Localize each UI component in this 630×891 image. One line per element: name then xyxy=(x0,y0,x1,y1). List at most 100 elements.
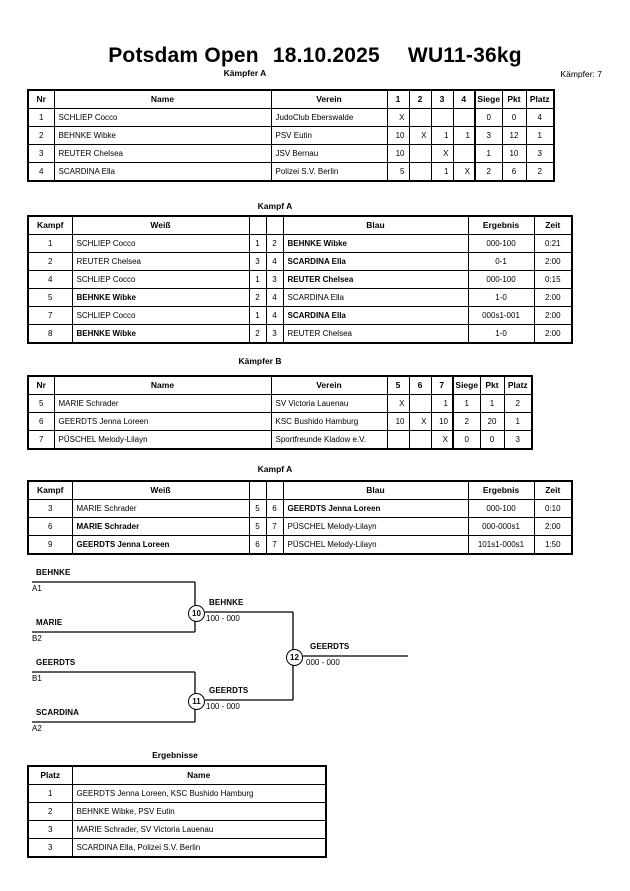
cell-zeit: 1:50 xyxy=(533,535,573,555)
bracket-seed-name-1: MARIE xyxy=(36,618,63,627)
bracket-seed-name-2: GEERDTS xyxy=(36,658,76,667)
cell-weiss: REUTER Chelsea xyxy=(71,252,250,271)
cell-name: SCARDINA Ella, Polizei S.V. Berlin xyxy=(71,838,327,858)
cell-pkt: 6 xyxy=(501,162,527,182)
cell-weiss: BEHNKE Wibke xyxy=(71,324,250,344)
cell-ergebnis: 000-100 xyxy=(467,270,535,289)
bracket-match-score-12: 000 - 000 xyxy=(306,658,340,667)
results-heading: Ergebnisse xyxy=(152,750,198,760)
col-zeit: Zeit xyxy=(533,215,573,235)
cell-name: BEHNKE Wibke, PSV Eutin xyxy=(71,802,327,821)
col-blau: Blau xyxy=(282,480,469,500)
bracket-seed-name-3: SCARDINA xyxy=(36,708,80,717)
bracket-seed-slot-1: B2 xyxy=(32,634,42,643)
cell-kampf: 4 xyxy=(27,270,73,289)
cell-ergebnis: 1-0 xyxy=(467,324,535,344)
cell-verein: SV Victoria Lauenau xyxy=(270,394,388,413)
cell-name: GEERDTS Jenna Loreen, KSC Bushido Hambur… xyxy=(71,784,327,803)
bracket-seed-slot-2: B1 xyxy=(32,674,42,683)
cell-kampf: 9 xyxy=(27,535,73,555)
col-nr-weiss xyxy=(248,480,267,500)
col-blau: Blau xyxy=(282,215,469,235)
cell-zeit: 0:15 xyxy=(533,270,573,289)
col-opp-5: 5 xyxy=(386,375,410,395)
cell-match-1 xyxy=(408,144,432,163)
cell-match-2: 1 xyxy=(430,394,454,413)
cell-match-1 xyxy=(408,108,432,127)
cell-match-0: 10 xyxy=(386,412,410,431)
cell-blau: REUTER Chelsea xyxy=(282,270,469,289)
table-header-row: Kampf Weiß Blau Ergebnis Zeit xyxy=(27,215,573,235)
bracket-match-number-11: 11 xyxy=(188,693,205,710)
col-verein: Verein xyxy=(270,375,388,395)
cell-match-3: 1 xyxy=(452,126,476,145)
cell-zeit: 2:00 xyxy=(533,288,573,307)
cell-zeit: 0:10 xyxy=(533,499,573,518)
cell-blau: GEERDTS Jenna Loreen xyxy=(282,499,469,518)
cell-zeit: 2:00 xyxy=(533,324,573,344)
cell-ergebnis: 000s1-001 xyxy=(467,306,535,325)
cell-platz: 3 xyxy=(27,820,73,839)
cell-match-0 xyxy=(386,430,410,450)
cell-pkt: 1 xyxy=(479,394,505,413)
cell-nr-weiss: 1 xyxy=(248,306,267,325)
bracket-match-winner-12: GEERDTS xyxy=(310,642,350,651)
bracket-seed-name-0: BEHNKE xyxy=(36,568,71,577)
cell-zeit: 2:00 xyxy=(533,252,573,271)
cell-nr-blau: 7 xyxy=(265,535,284,555)
col-opp-2: 2 xyxy=(408,89,432,109)
cell-zeit: 0:21 xyxy=(533,234,573,253)
col-name: Name xyxy=(71,765,327,785)
cell-siege: 1 xyxy=(474,144,503,163)
cell-verein: JudoClub Eberswalde xyxy=(270,108,388,127)
cell-nr: 7 xyxy=(27,430,55,450)
col-nr: Nr xyxy=(27,375,55,395)
cell-pkt: 20 xyxy=(479,412,505,431)
cell-nr-weiss: 6 xyxy=(248,535,267,555)
cell-nr-blau: 3 xyxy=(265,270,284,289)
cell-nr-weiss: 5 xyxy=(248,499,267,518)
cell-match-2: X xyxy=(430,430,454,450)
cell-weiss: SCHLIEP Cocco xyxy=(71,234,250,253)
col-kampf: Kampf xyxy=(27,480,73,500)
cell-platz: 4 xyxy=(525,108,555,127)
cell-weiss: MARIE Schrader xyxy=(71,499,250,518)
cell-match-0: X xyxy=(386,394,410,413)
col-platz: Platz xyxy=(525,89,555,109)
cell-siege: 0 xyxy=(474,108,503,127)
table-header-row: Kampf Weiß Blau Ergebnis Zeit xyxy=(27,480,573,500)
cell-siege: 1 xyxy=(452,394,481,413)
cell-nr-weiss: 5 xyxy=(248,517,267,536)
cell-match-2: 10 xyxy=(430,412,454,431)
kampf-a-2-heading: Kampf A xyxy=(257,464,293,474)
col-platz: Platz xyxy=(27,765,73,785)
cell-zeit: 2:00 xyxy=(533,306,573,325)
cell-nr-weiss: 1 xyxy=(248,270,267,289)
cell-match-2: 1 xyxy=(430,126,454,145)
cell-match-3 xyxy=(452,108,476,127)
bracket-match-winner-11: GEERDTS xyxy=(209,686,249,695)
cell-match-1: X xyxy=(408,412,432,431)
kampf-a-1-heading: Kampf A xyxy=(257,201,293,211)
cell-name: GEERDTS Jenna Loreen xyxy=(53,412,272,431)
event-name: Potsdam Open xyxy=(108,44,259,67)
cell-blau: BEHNKE Wibke xyxy=(282,234,469,253)
cell-siege: 3 xyxy=(474,126,503,145)
col-opp-4: 4 xyxy=(452,89,476,109)
cell-blau: SCARDINA Ella xyxy=(282,252,469,271)
col-name: Name xyxy=(53,89,272,109)
cell-weiss: SCHLIEP Cocco xyxy=(71,306,250,325)
cell-nr-weiss: 1 xyxy=(248,234,267,253)
col-opp-7: 7 xyxy=(430,375,454,395)
col-name: Name xyxy=(53,375,272,395)
cell-zeit: 2:00 xyxy=(533,517,573,536)
